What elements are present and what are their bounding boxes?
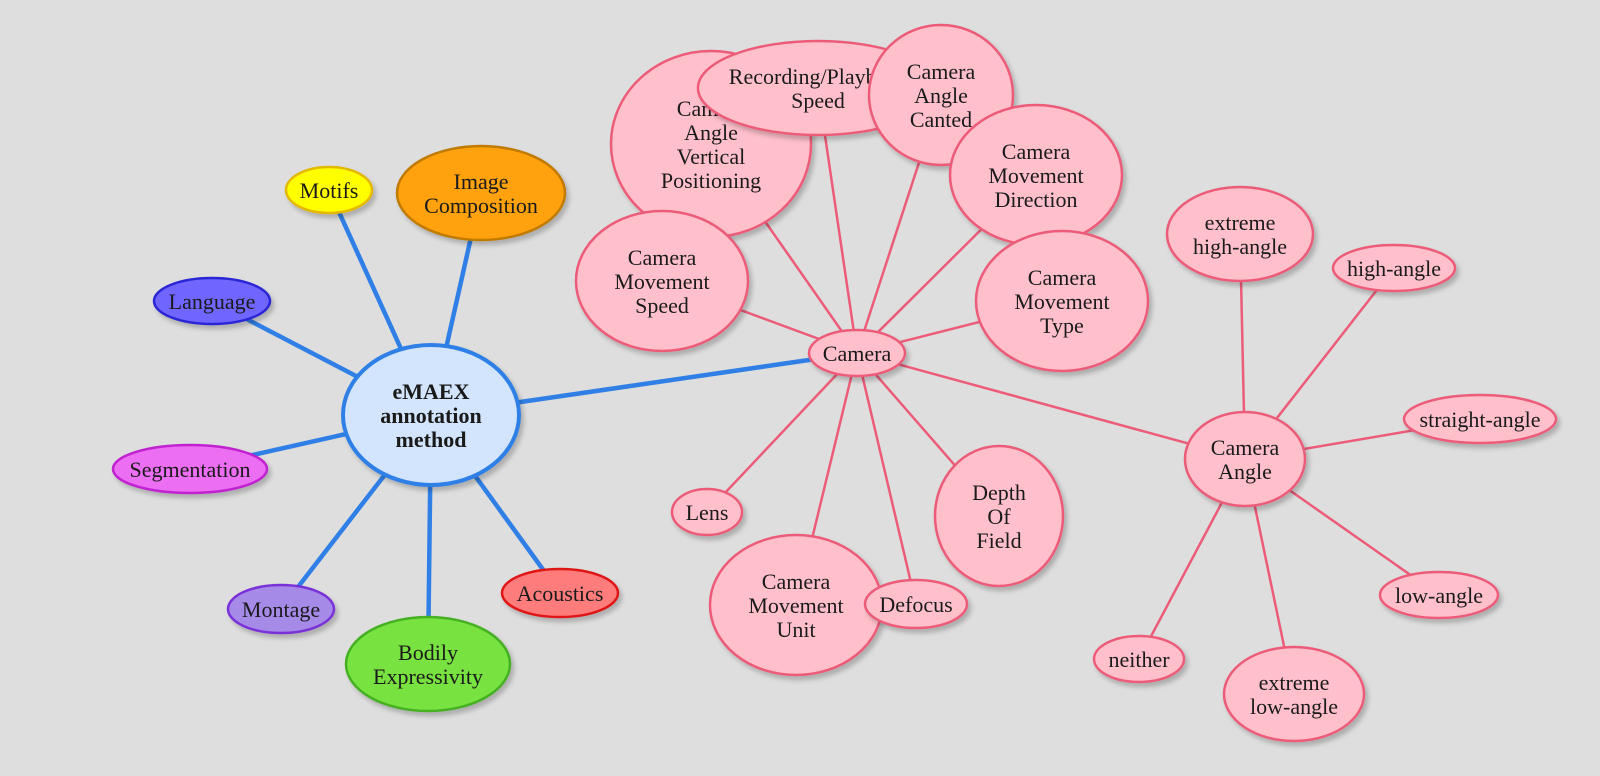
node-camera-angle-label-line: Angle [1218,459,1272,484]
node-acoustics[interactable]: Acoustics [500,567,620,619]
node-neither[interactable]: neither [1092,634,1186,684]
node-camera-bubble [807,328,907,378]
node-montage-bubble [226,583,336,635]
node-camera-movement-type-label-line: Camera [1028,265,1097,290]
node-camera-movement-speed-bubble [574,209,750,353]
node-defocus-label-line: Defocus [879,592,952,617]
node-bodily-expressivity-label-line: Expressivity [373,664,483,689]
node-neither-label-line: neither [1108,647,1170,672]
node-straight-angle-bubble [1402,393,1558,445]
node-camera-movement-type-label-line: Type [1040,313,1084,338]
node-defocus[interactable]: Defocus [863,578,969,630]
node-defocus-bubble [863,578,969,630]
node-camera-movement-unit-label-line: Unit [776,617,815,642]
node-neither-bubble [1092,634,1186,684]
node-extreme-low-angle-label-line: low-angle [1250,694,1338,719]
node-root-bubble [341,343,521,487]
node-extreme-high-angle-label-line: high-angle [1193,234,1287,259]
edge-camera-to-camera-angle [855,351,1247,461]
node-camera-label-line: Camera [823,341,892,366]
node-camera-movement-speed-label-line: Movement [614,269,709,294]
edge-camera-to-lens [705,351,859,514]
node-camera-movement-type-bubble [974,229,1150,373]
node-bodily-expressivity-label-line: Bodily [398,640,458,665]
node-camera-angle-canted-label-line: Angle [914,83,968,108]
node-extreme-low-angle-label-line: extreme [1259,670,1330,695]
node-camera-angle-vertical-positioning-label-line: Positioning [661,168,761,193]
node-motifs[interactable]: Motifs [284,165,374,215]
node-image-composition-bubble [395,144,567,242]
node-segmentation-label-line: Segmentation [130,457,251,482]
node-root-label-line: method [396,427,467,452]
node-camera-angle-bubble [1183,410,1307,508]
node-camera-movement-unit-label-line: Camera [762,569,831,594]
node-camera-movement-direction-label-line: Direction [994,187,1077,212]
node-camera-movement-unit-label-line: Movement [748,593,843,618]
node-depth-of-field-label-line: Depth [972,480,1026,505]
node-language-bubble [152,276,272,326]
node-acoustics-label-line: Acoustics [517,581,604,606]
node-root-label-line: eMAEX [393,379,470,404]
node-camera-movement-direction-label-line: Movement [988,163,1083,188]
edge-camera-to-defocus [855,351,918,606]
node-motifs-bubble [284,165,374,215]
node-camera-movement-speed-label-line: Camera [628,245,697,270]
node-image-composition-label-line: Image [454,169,509,194]
node-camera-angle-vertical-positioning-label-line: Angle [684,120,738,145]
node-image-composition-label-line: Composition [424,193,538,218]
node-high-angle[interactable]: high-angle [1331,243,1457,293]
node-high-angle-bubble [1331,243,1457,293]
node-motifs-label-line: Motifs [300,178,359,203]
node-lens[interactable]: Lens [670,487,744,537]
node-segmentation[interactable]: Segmentation [111,443,269,495]
node-straight-angle-label-line: straight-angle [1420,407,1541,432]
node-language-label-line: Language [169,289,256,314]
node-language[interactable]: Language [152,276,272,326]
node-low-angle-bubble [1378,570,1500,620]
node-camera-angle-vertical-positioning-label-line: Vertical [677,144,745,169]
node-lens-bubble [670,487,744,537]
node-recording-playback-speed-label-line: Speed [791,88,845,113]
node-camera-angle-canted-label-line: Canted [910,107,972,132]
node-camera-angle-label-line: Camera [1211,435,1280,460]
node-camera-movement-direction-label-line: Camera [1002,139,1071,164]
node-low-angle-label-line: low-angle [1395,583,1483,608]
node-camera[interactable]: Camera [807,328,907,378]
node-acoustics-bubble [500,567,620,619]
node-bodily-expressivity-bubble [344,615,512,713]
node-depth-of-field-label-line: Of [987,504,1011,529]
node-montage[interactable]: Montage [226,583,336,635]
node-segmentation-bubble [111,443,269,495]
node-extreme-high-angle-bubble [1165,185,1315,283]
node-extreme-high-angle-label-line: extreme [1205,210,1276,235]
node-camera-movement-type-label-line: Movement [1014,289,1109,314]
node-depth-of-field-bubble [933,444,1065,588]
node-camera-angle-canted-label-line: Camera [907,59,976,84]
node-lens-label-line: Lens [686,500,729,525]
node-montage-label-line: Montage [242,597,320,622]
node-extreme-low-angle-bubble [1222,645,1366,743]
node-low-angle[interactable]: low-angle [1378,570,1500,620]
node-root-label-line: annotation [380,403,481,428]
nodes-layer: Motifs ImageCompositionLanguageSegmentati… [111,23,1558,743]
node-depth-of-field-label-line: Field [976,528,1021,553]
node-camera-movement-speed-label-line: Speed [635,293,689,318]
node-straight-angle[interactable]: straight-angle [1402,393,1558,445]
node-high-angle-label-line: high-angle [1347,256,1441,281]
